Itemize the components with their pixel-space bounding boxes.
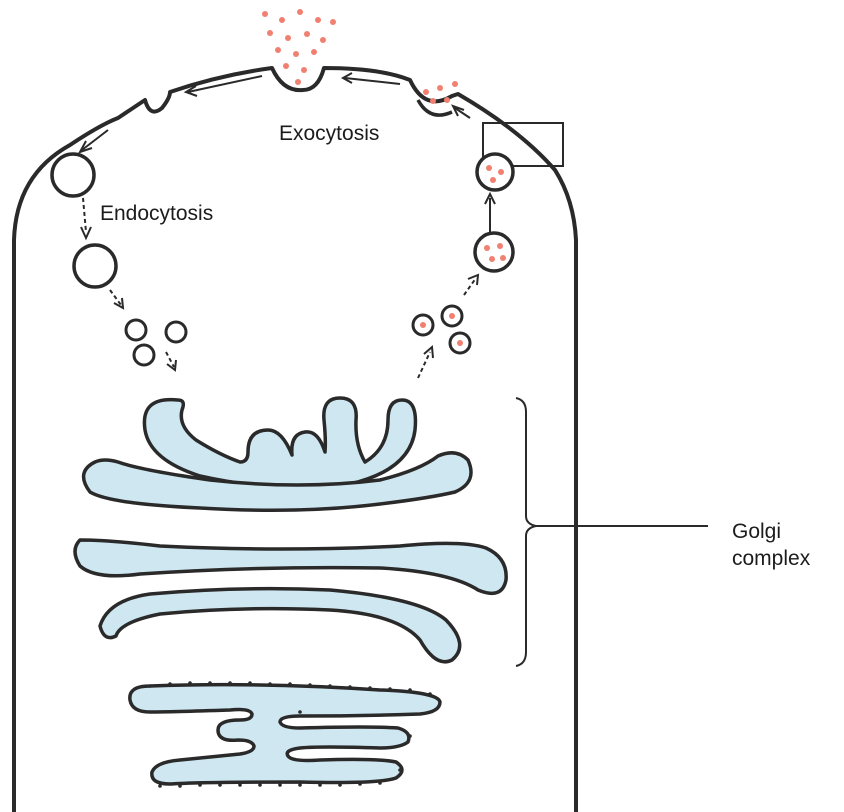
exocytosis-label: Exocytosis [279, 123, 379, 144]
endocytic-vesicle-small [134, 345, 154, 365]
golgi-label-line2: complex [732, 545, 810, 572]
cisterna [100, 589, 460, 662]
golgi-stack [75, 398, 506, 662]
golgi-complex-label: Golgi complex [732, 518, 810, 572]
cisterna [75, 540, 506, 593]
endocytic-vesicle-small [126, 320, 146, 340]
golgi-label-line1: Golgi [732, 518, 810, 545]
secretory-vesicle [477, 154, 513, 190]
endocytic-vesicle-large [74, 245, 116, 287]
endocytic-vesicle-small [166, 322, 186, 342]
exocytosis-pathway [413, 154, 513, 378]
secretory-vesicle [475, 233, 513, 271]
endocytic-pit [52, 154, 94, 196]
cis-cisterna [144, 398, 415, 488]
endocytosis-label: Endocytosis [100, 203, 213, 224]
rough-er [130, 685, 440, 784]
golgi-bracket [516, 398, 536, 666]
